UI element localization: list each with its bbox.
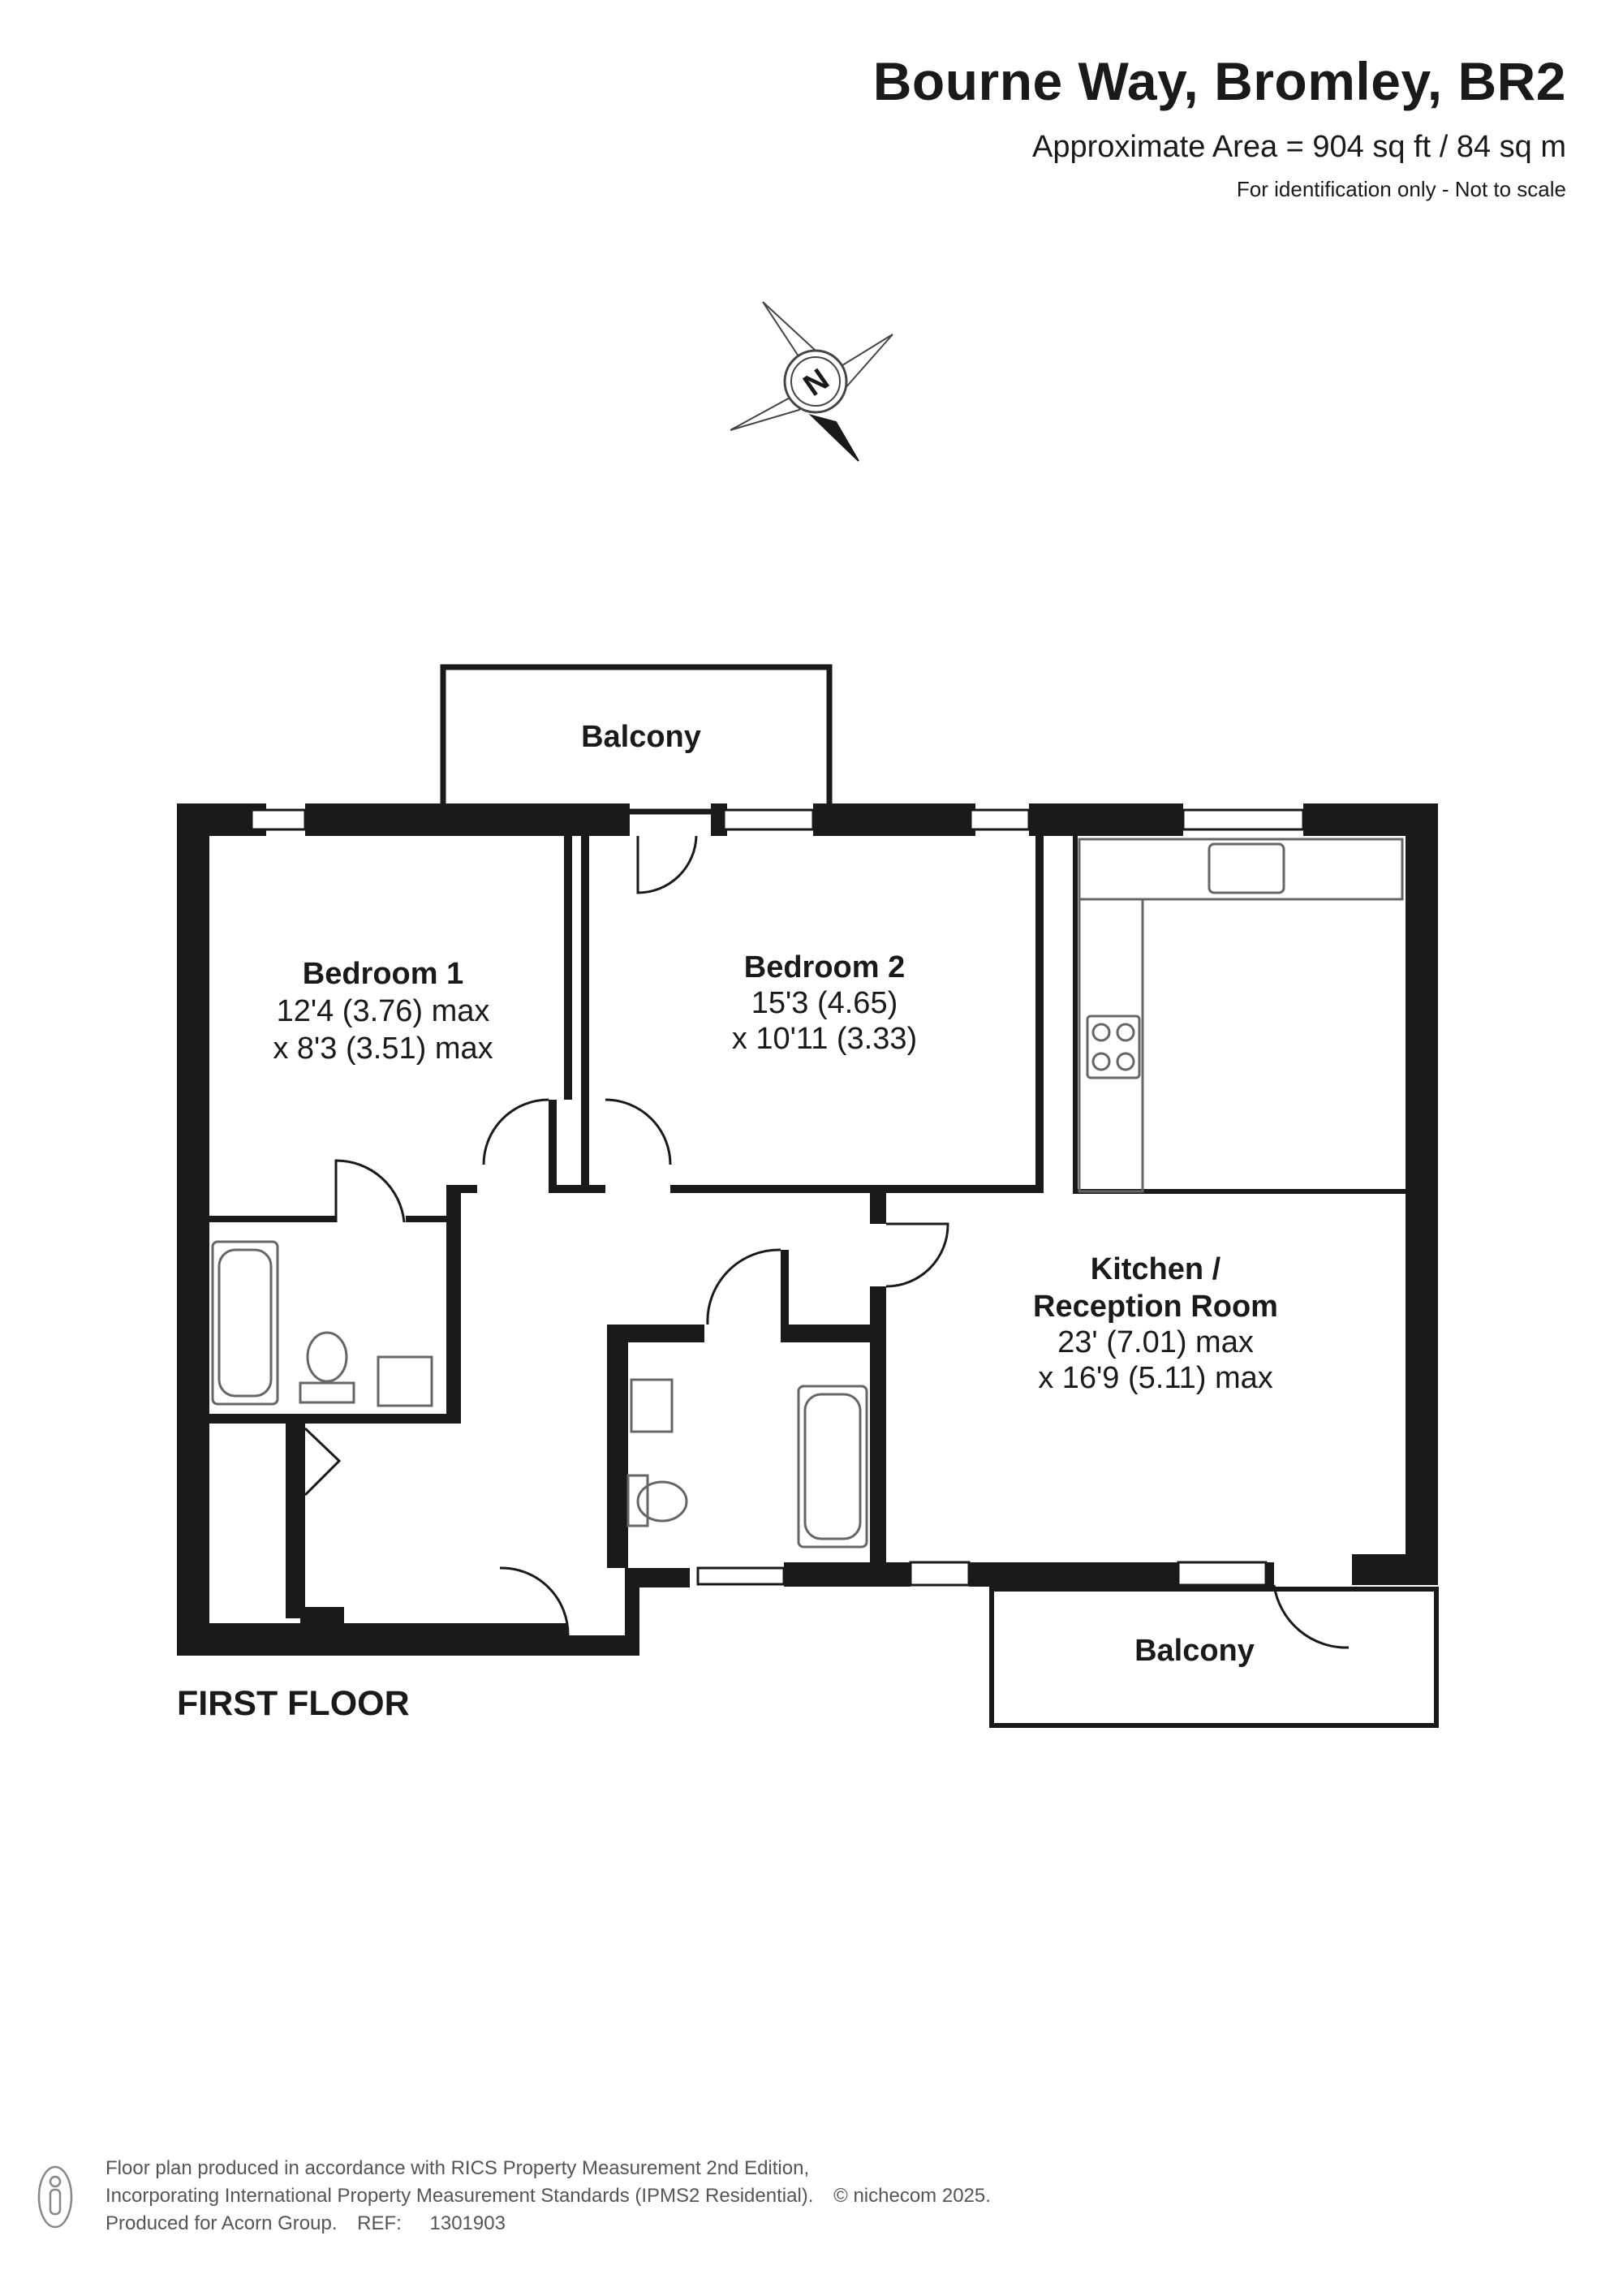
balcony-top-outline: [440, 664, 833, 815]
page-title: Bourne Way, Bromley, BR2: [872, 51, 1566, 111]
kitchen-name2: Reception Room: [1033, 1290, 1278, 1324]
hob-icon: [1086, 1014, 1141, 1079]
footer: Floor plan produced in accordance with R…: [105, 2155, 991, 2238]
balcony-top-name: Balcony: [581, 720, 701, 754]
scale-note: For identification only - Not to scale: [1236, 177, 1566, 201]
interior-walls: [209, 836, 1406, 1631]
bedroom2-dim1: 15'3 (4.65): [751, 986, 898, 1020]
footer-line2: Incorporating International Property Mea…: [105, 2185, 814, 2207]
person-icon: [37, 2165, 73, 2229]
door-swings: [304, 835, 1350, 1649]
footer-copyright: © nichecom 2025.: [833, 2185, 991, 2207]
footer-ref-value: 1301903: [429, 2212, 506, 2234]
footer-line1: Floor plan produced in accordance with R…: [105, 2157, 810, 2179]
footer-line3: Produced for Acorn Group.: [105, 2212, 338, 2234]
kitchen-counters: [1078, 838, 1404, 1193]
bathtub-2-icon: [797, 1385, 868, 1549]
toilet-icon: [306, 1331, 348, 1383]
bedroom2-dim2: x 10'11 (3.33): [732, 1022, 917, 1056]
balcony-bottom-outline: [989, 1587, 1439, 1728]
floor-label: FIRST FLOOR: [177, 1684, 410, 1723]
bedroom1-dim1: 12'4 (3.76) max: [277, 994, 490, 1028]
bedroom2-name: Bedroom 2: [744, 950, 905, 984]
kitchen-dim2: x 16'9 (5.11) max: [1038, 1361, 1273, 1395]
kitchen-name1: Kitchen /: [1091, 1252, 1221, 1286]
bathroom-1-fixtures: [211, 1240, 433, 1407]
kitchen-sink-icon: [1208, 842, 1285, 894]
kitchen-dim1: 23' (7.01) max: [1057, 1325, 1254, 1359]
bathtub-icon: [211, 1240, 279, 1406]
bedroom1-dim2: x 8'3 (3.51) max: [273, 1032, 493, 1066]
toilet-2-icon: [636, 1480, 688, 1523]
basin-2-icon: [630, 1378, 674, 1433]
approximate-area: Approximate Area = 904 sq ft / 84 sq m: [1032, 130, 1566, 164]
balcony-bottom-name: Balcony: [1134, 1634, 1255, 1668]
windows: [250, 808, 1305, 1587]
footer-ref-label: REF:: [357, 2212, 402, 2234]
exterior-walls: [177, 803, 1438, 1656]
north-compass-icon: N: [730, 301, 893, 462]
basin-icon: [377, 1355, 433, 1407]
bedroom1-name: Bedroom 1: [303, 957, 463, 991]
bathroom-2-fixtures: [626, 1378, 868, 1549]
